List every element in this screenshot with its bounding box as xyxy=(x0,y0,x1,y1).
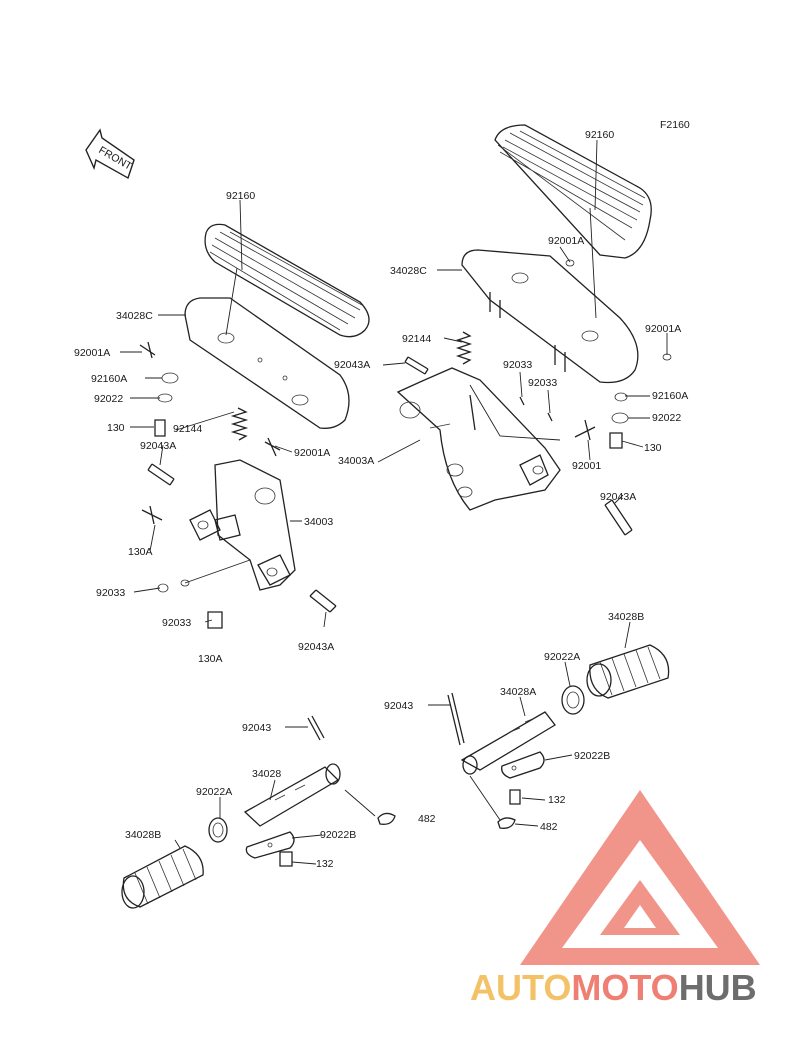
label-92043a-left-bot: 92043A xyxy=(298,641,334,653)
label-92022a-left: 92022A xyxy=(196,786,232,798)
label-92043a-left: 92043A xyxy=(140,440,176,452)
label-92022b-left: 92022B xyxy=(320,829,356,841)
left-leader-lines xyxy=(120,199,327,628)
figure-code: F2160 xyxy=(660,119,690,131)
right-floorboard-bracket xyxy=(396,367,561,511)
label-92022-right: 92022 xyxy=(652,412,681,424)
label-34003a: 34003A xyxy=(338,455,374,467)
label-34028: 34028 xyxy=(252,768,281,780)
left-floorboard-plate xyxy=(184,297,350,429)
left-peg-shaft xyxy=(243,763,341,827)
watermark-text-auto: AUTO xyxy=(470,967,571,1008)
label-34003: 34003 xyxy=(304,516,333,528)
right-pins-and-bolts xyxy=(404,259,672,536)
label-92160-left: 92160 xyxy=(226,190,255,202)
label-92033-left-b: 92033 xyxy=(162,617,191,629)
watermark-logo: AUTOMOTOHUB xyxy=(470,790,760,1008)
label-92160-right: 92160 xyxy=(585,129,614,141)
left-floorboard-mat xyxy=(204,223,370,338)
watermark-text-moto: MOTO xyxy=(571,967,678,1008)
label-92022b-right: 92022B xyxy=(574,750,610,762)
right-floorboard-plate xyxy=(461,249,639,384)
left-spring xyxy=(230,407,249,441)
label-34028b-right: 34028B xyxy=(608,611,644,623)
label-92001-right: 92001 xyxy=(572,460,601,472)
label-92144-right: 92144 xyxy=(402,333,431,345)
label-92160a-right: 92160A xyxy=(652,390,688,402)
label-482-left: 482 xyxy=(418,813,436,825)
label-92033-right-a: 92033 xyxy=(503,359,532,371)
svg-text:AUTOMOTOHUB: AUTOMOTOHUB xyxy=(470,967,757,1008)
label-482-right: 482 xyxy=(540,821,558,833)
label-92033-right-b: 92033 xyxy=(528,377,557,389)
label-92043a-right-bot: 92043A xyxy=(600,491,636,503)
label-92144-left: 92144 xyxy=(173,423,202,435)
right-peg-shaft xyxy=(460,711,556,775)
left-peg-leader-lines xyxy=(174,726,376,865)
left-peg-pin xyxy=(279,715,396,867)
label-132-right: 132 xyxy=(548,794,566,806)
label-92043a-right-top: 92043A xyxy=(334,359,370,371)
label-34028c-left: 34028C xyxy=(116,310,153,322)
label-92001a-left: 92001A xyxy=(74,347,110,359)
right-spring xyxy=(455,331,473,365)
right-peg-rubber xyxy=(586,644,670,699)
label-92043-left: 92043 xyxy=(242,722,271,734)
label-92022a-right: 92022A xyxy=(544,651,580,663)
label-130-left: 130 xyxy=(107,422,125,434)
left-pins-and-bolts xyxy=(139,341,337,629)
label-132-left: 132 xyxy=(316,858,334,870)
label-34028a: 34028A xyxy=(500,686,536,698)
right-peg-washer xyxy=(561,685,585,715)
label-92001a-left-right: 92001A xyxy=(294,447,330,459)
label-130-right: 130 xyxy=(644,442,662,454)
label-92033-left-a: 92033 xyxy=(96,587,125,599)
right-floorboard-mat xyxy=(494,124,652,259)
left-bracket xyxy=(189,459,296,591)
label-130a-left-b: 130A xyxy=(198,653,223,665)
part-labels: 92160 92001A 34028C 92144 92043A 92033 9… xyxy=(74,129,688,870)
label-130a-left-a: 130A xyxy=(128,546,153,558)
front-arrow-icon: FRONT xyxy=(85,128,135,180)
right-leader-lines xyxy=(377,139,668,504)
right-peg-plate xyxy=(501,751,545,779)
label-34028b-left: 34028B xyxy=(125,829,161,841)
left-peg-washer xyxy=(208,817,228,843)
label-92043-right: 92043 xyxy=(384,700,413,712)
label-92001a-right: 92001A xyxy=(645,323,681,335)
right-peg-leader-lines xyxy=(428,621,631,827)
watermark-text-hub: HUB xyxy=(679,967,757,1008)
right-peg-pin xyxy=(447,692,521,829)
label-34028c-right: 34028C xyxy=(390,265,427,277)
label-92001a-right-top: 92001A xyxy=(548,235,584,247)
label-92160a-left: 92160A xyxy=(91,373,127,385)
label-92022-left: 92022 xyxy=(94,393,123,405)
left-peg-rubber xyxy=(121,845,204,909)
left-peg-plate xyxy=(245,831,295,859)
